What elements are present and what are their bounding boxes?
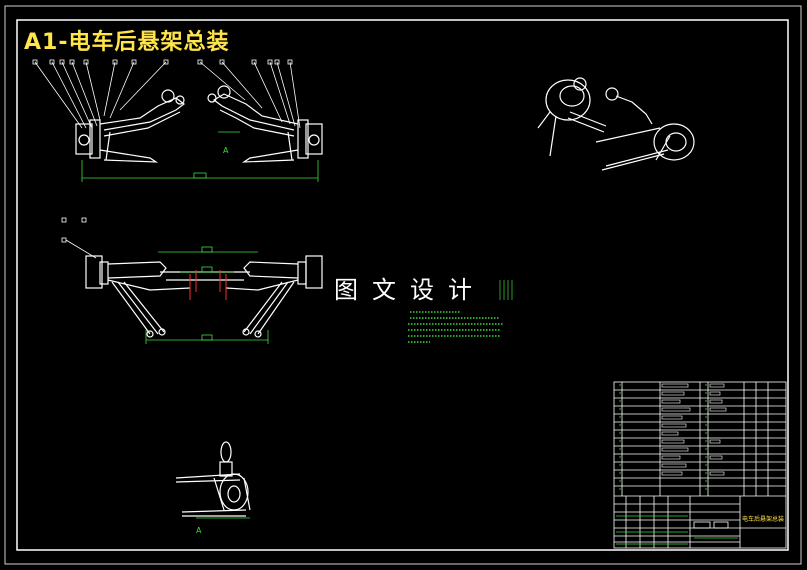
part-balloons-right <box>197 59 301 129</box>
part-balloons-mid <box>61 217 97 259</box>
front-view-assembly <box>32 59 323 163</box>
title-block-drawing-name: 电车后悬架总装 <box>742 516 785 523</box>
view-label-front: A <box>223 146 229 155</box>
title-block-lower <box>614 496 786 548</box>
outer-border <box>4 5 802 565</box>
part-balloons-left <box>32 59 169 129</box>
side-view-assembly <box>175 441 251 517</box>
title-block-highlights <box>616 384 738 545</box>
isometric-view-assembly <box>537 77 695 171</box>
top-view-centerlines <box>189 270 227 300</box>
technical-notes-lines <box>408 311 504 343</box>
parts-list-columns <box>621 382 769 496</box>
title-block <box>613 381 787 549</box>
parts-list-entries <box>661 383 727 476</box>
technical-notes-block <box>499 280 513 300</box>
drawing-title: A1-电车后悬架总装 <box>24 30 230 55</box>
inner-border <box>16 19 789 551</box>
front-view-dimensions <box>81 131 319 182</box>
top-view-dimensions <box>145 246 269 344</box>
watermark-text: 图文设计 <box>334 276 486 304</box>
top-view-assembly <box>61 217 323 338</box>
view-label-side: A <box>196 526 202 535</box>
